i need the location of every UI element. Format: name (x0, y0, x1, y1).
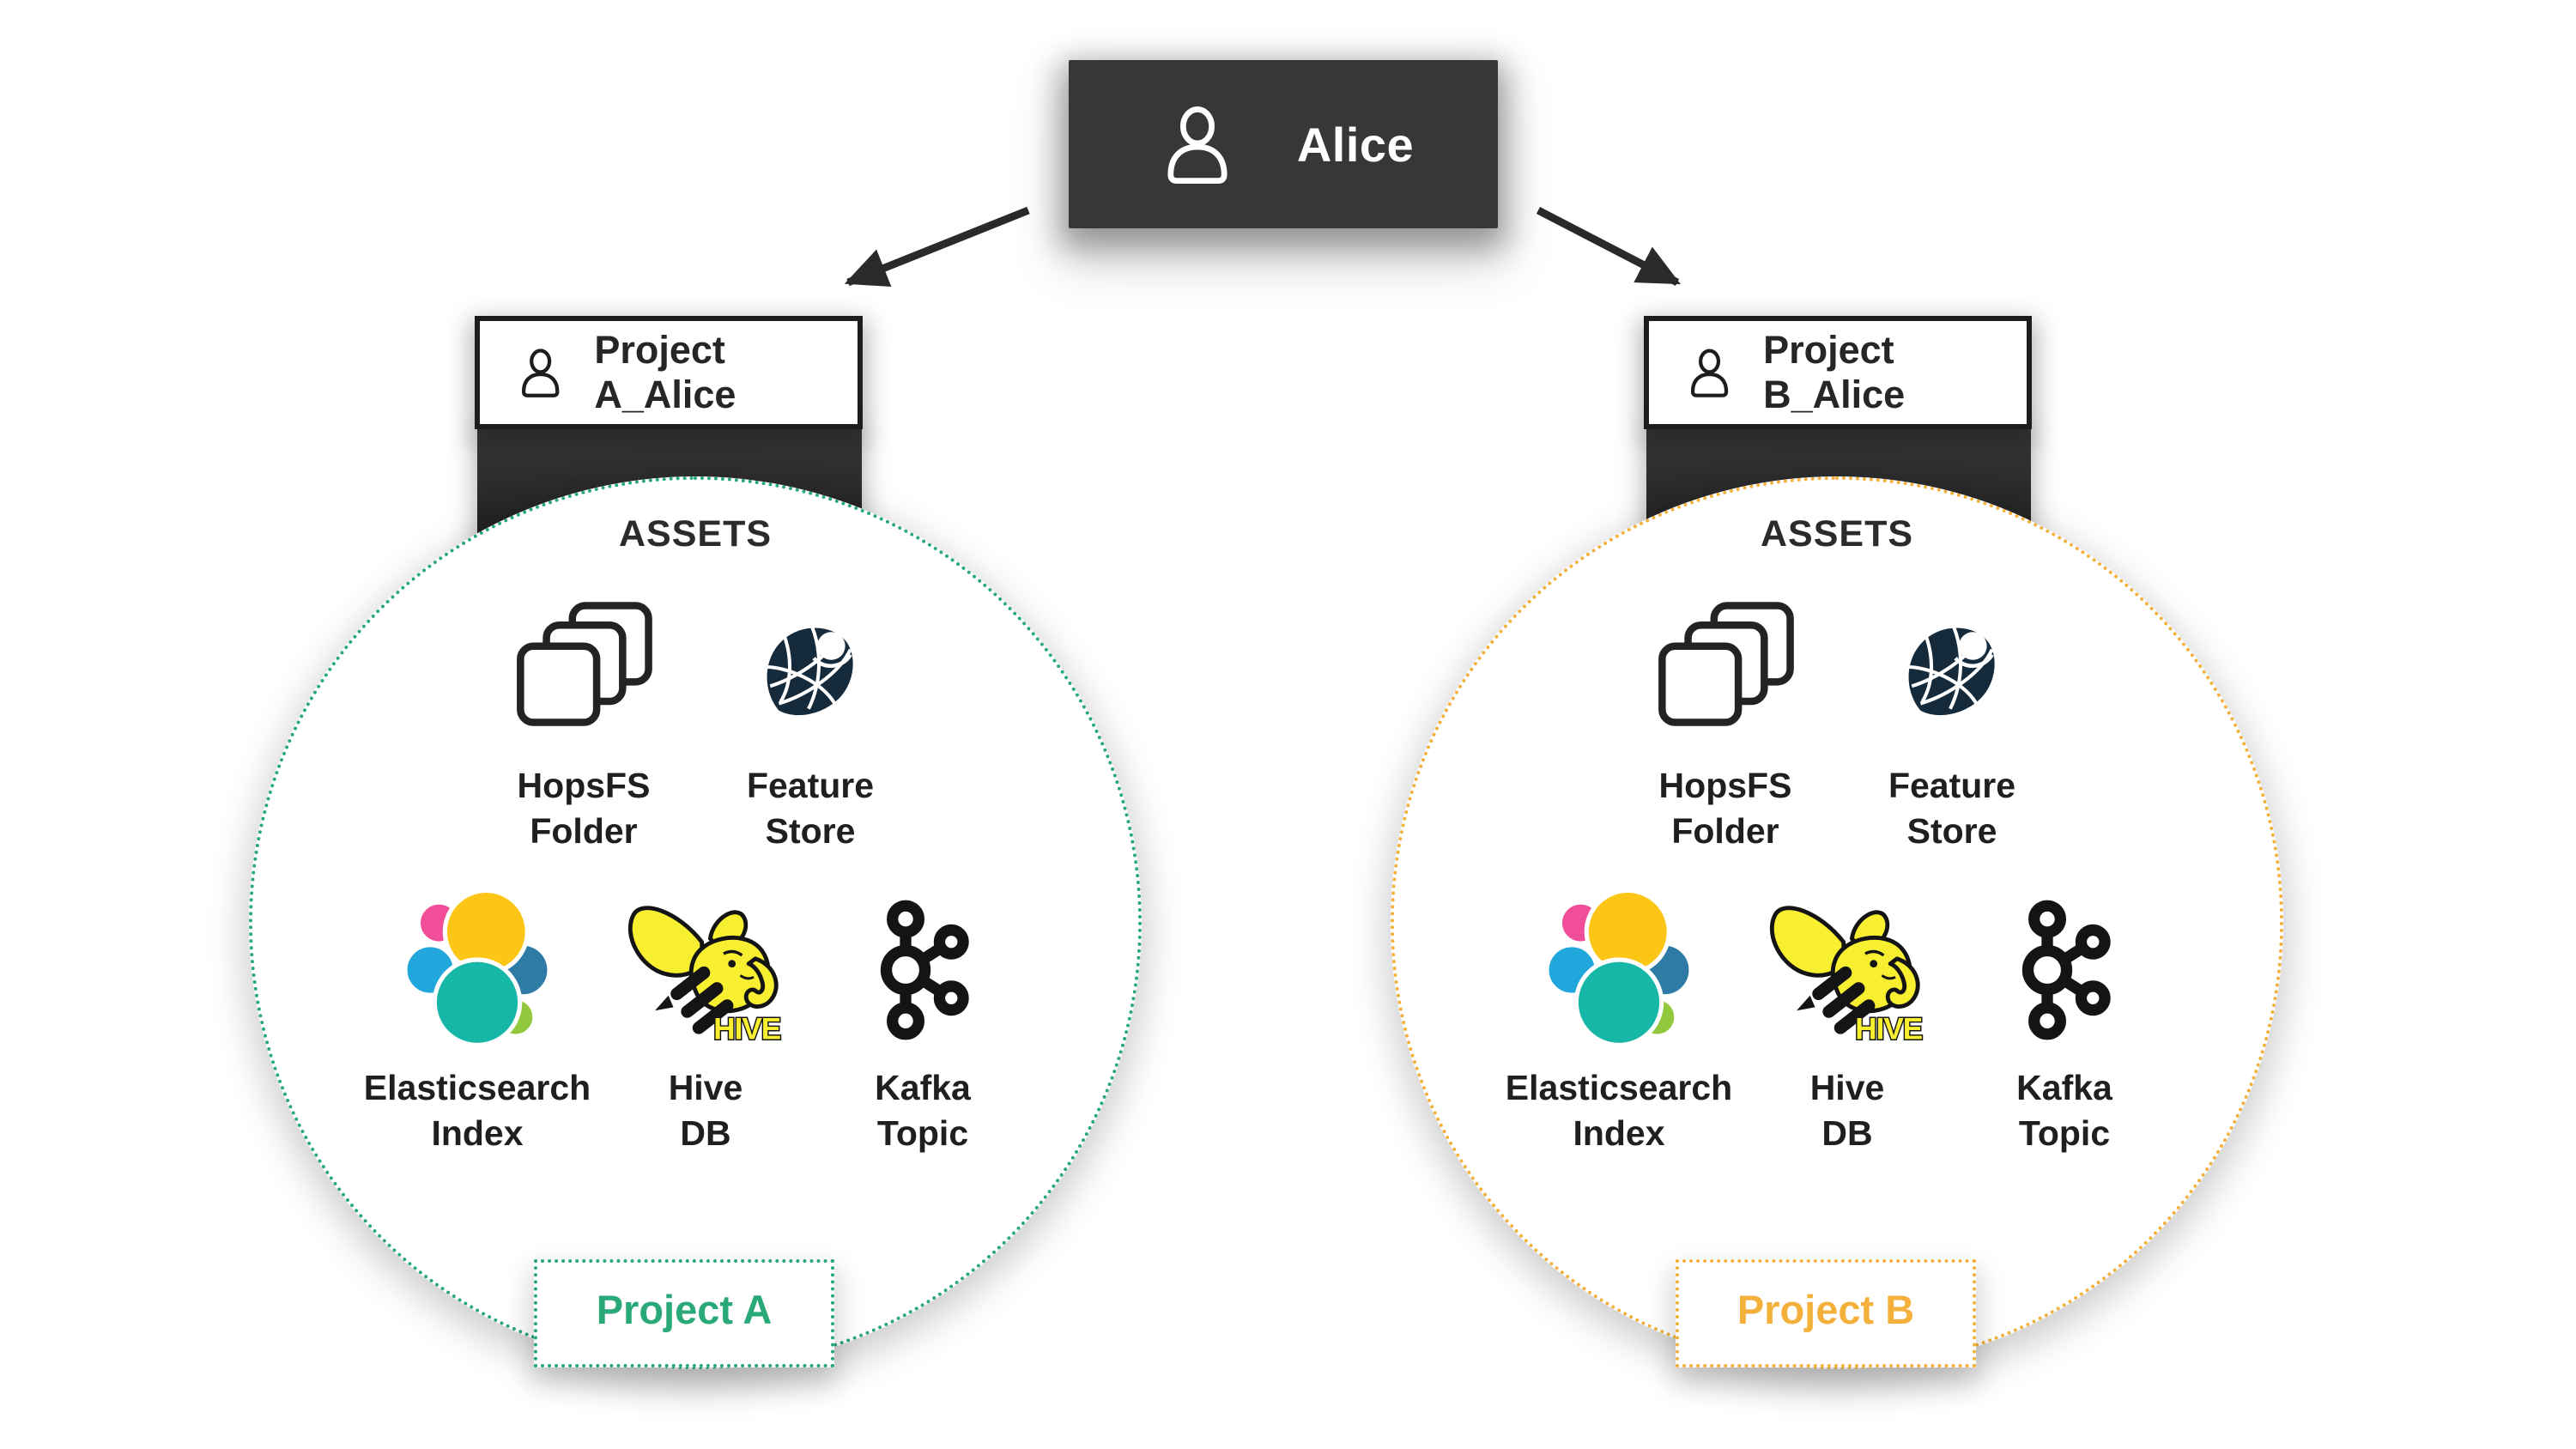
hive-icon (618, 888, 794, 1052)
project-a-label: Project A (534, 1259, 834, 1367)
user-name: Alice (1296, 117, 1415, 172)
project-a-header-label: Project A_Alice (594, 328, 736, 416)
person-icon (512, 340, 568, 405)
project-a-scope-circle (249, 476, 1142, 1369)
project-a-assets-title: ASSETS (618, 513, 773, 555)
hopsfs-folder-icon (1652, 599, 1798, 745)
feature-store-icon (1900, 618, 2004, 726)
person-icon (1153, 96, 1242, 192)
elasticsearch-icon (1545, 888, 1693, 1052)
project-b-header-label: Project B_Alice (1763, 328, 1906, 416)
project-b-scope-circle (1391, 476, 2283, 1369)
kafka-icon (870, 896, 977, 1044)
person-icon (1682, 340, 1737, 405)
elasticsearch-icon (403, 888, 551, 1052)
hive-icon (1760, 888, 1936, 1052)
project-a-label-text: Project A (596, 1286, 773, 1332)
project-b-label: Project B (1676, 1259, 1976, 1367)
arrow-to-project-b (1536, 207, 1681, 286)
project-b-assets-title: ASSETS (1760, 513, 1914, 555)
project-b-label-text: Project B (1737, 1286, 1915, 1332)
user-node-alice: Alice (1069, 60, 1498, 228)
project-a-header: Project A_Alice (475, 316, 863, 429)
project-b-header: Project B_Alice (1644, 316, 2032, 429)
arrow-to-project-a (844, 206, 1030, 288)
flow-arrows (844, 206, 1681, 288)
kafka-icon (2011, 896, 2118, 1044)
hopsfs-folder-icon (511, 599, 657, 745)
feature-store-icon (758, 618, 863, 726)
